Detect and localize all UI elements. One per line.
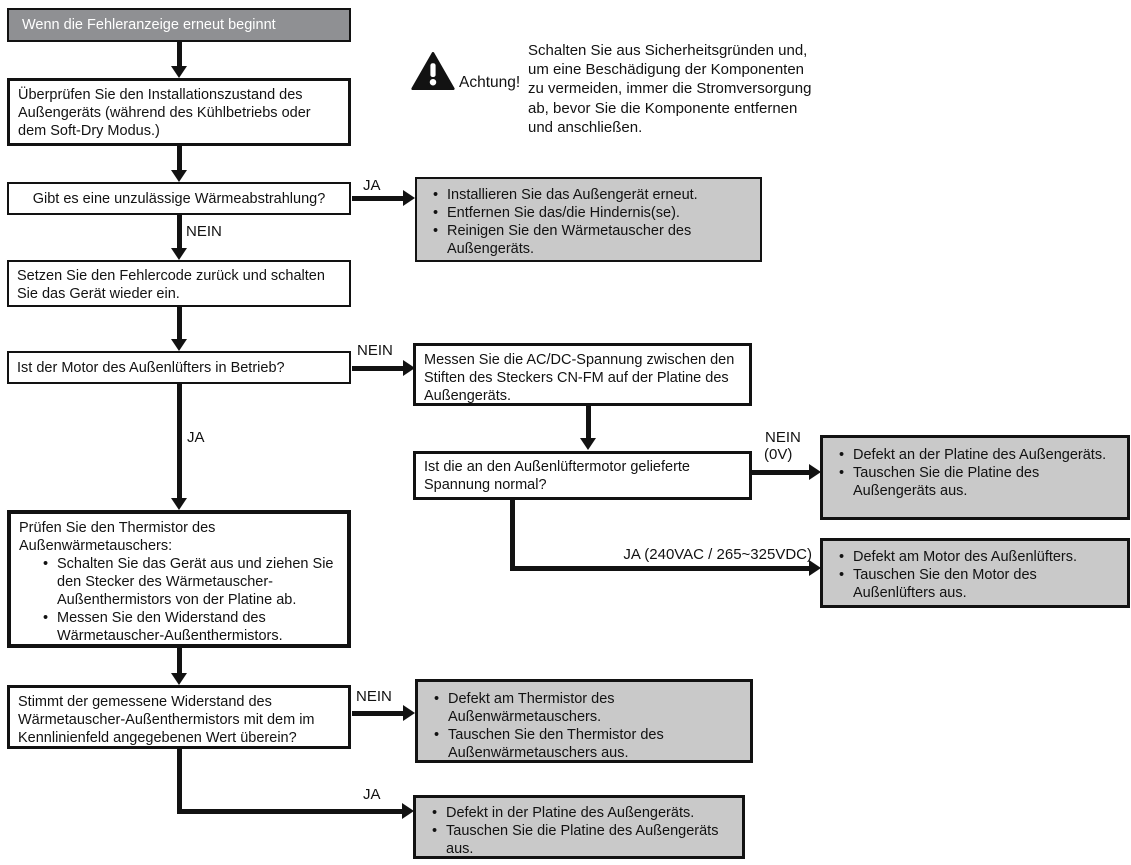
connector-resistance-board-h: [177, 809, 403, 814]
bullet-icon: [433, 222, 447, 258]
arrowhead-fan-thermistor: [171, 498, 187, 510]
bullet-icon: [433, 204, 447, 222]
connector-fan-measure: [352, 366, 404, 371]
label-nein-heat: NEIN: [186, 223, 222, 240]
label-ja-fan: JA: [187, 429, 205, 446]
bullet-icon: [434, 690, 448, 726]
bullet-icon: [434, 726, 448, 762]
decision-fan-motor: Ist der Motor des Außenlüfters in Betrie…: [7, 351, 351, 384]
connector-voltage-motor-h: [510, 566, 810, 571]
arrowhead-resistance-board: [402, 803, 414, 819]
connector-measure-voltage: [586, 406, 591, 438]
label-ja-heat: JA: [363, 177, 381, 194]
check-thermistor-step: Messen Sie den Widerstand des Wärmetausc…: [57, 610, 283, 644]
arrowhead-measure-voltage: [580, 438, 596, 450]
arrowhead-reset-fan: [171, 339, 187, 351]
bullet-icon: [839, 446, 853, 464]
check-thermistor-step: Schalten Sie das Gerät aus und ziehen Si…: [57, 556, 334, 608]
decision-heat-radiation: Gibt es eine unzulässige Wärmeabstrahlun…: [7, 182, 351, 215]
bullet-icon: [839, 566, 853, 602]
arrowhead-thermistor-resistance: [171, 673, 187, 685]
bullet-icon: [839, 464, 853, 500]
result-reinstall-item: Installieren Sie das Außengerät erneut.: [447, 187, 698, 203]
connector-heat-reset: [177, 215, 182, 248]
connector-start-check: [177, 42, 182, 68]
warning-triangle-icon: [411, 52, 455, 90]
label-ja-resistance: JA: [363, 786, 381, 803]
bullet-icon: [43, 555, 57, 609]
label-ja-voltage: JA (240VAC / 265~325VDC): [623, 546, 812, 563]
label-nein-fan: NEIN: [357, 342, 393, 359]
connector-voltage-motor-v: [510, 500, 515, 570]
connector-fan-thermistor: [177, 384, 182, 498]
decision-voltage-normal: Ist die an den Außenlüftermotor geliefer…: [413, 451, 752, 500]
connector-resistance-thermdefect: [352, 711, 404, 716]
connector-resistance-board-v: [177, 749, 182, 813]
arrowhead-voltage-motor: [809, 560, 821, 576]
connector-reset-fan: [177, 307, 182, 339]
warning-text: Schalten Sie aus Sicherheitsgründen und,…: [528, 42, 812, 136]
label-nein-voltage: NEIN: [765, 429, 801, 446]
bullet-icon: [432, 822, 446, 858]
connector-heat-reinstall: [352, 196, 404, 201]
result-board-defect-bottom-item: Defekt in der Platine des Außengeräts.: [446, 805, 695, 821]
label-nein-0v: (0V): [764, 446, 793, 463]
result-reinstall-item: Reinigen Sie den Wärmetauscher des Außen…: [447, 223, 692, 257]
bullet-icon: [43, 609, 57, 645]
arrowhead-resistance-thermdefect: [403, 705, 415, 721]
start-box: Wenn die Fehleranzeige erneut beginnt: [7, 8, 351, 42]
result-board-defect-bottom: Defekt in der Platine des Außengeräts. T…: [413, 795, 745, 859]
step-reset-error-code: Setzen Sie den Fehlercode zurück und sch…: [7, 260, 351, 307]
arrowhead-heat-reset: [171, 248, 187, 260]
bullet-icon: [432, 804, 446, 822]
step-check-installation: Überprüfen Sie den Installationszustand …: [7, 78, 351, 146]
arrowhead-check-heat: [171, 170, 187, 182]
step-check-thermistor: Prüfen Sie den Thermistor des Außenwärme…: [7, 510, 351, 648]
result-fan-motor-defect-item: Defekt am Motor des Außenlüfters.: [853, 549, 1078, 565]
result-board-defect-item: Tauschen Sie die Platine des Außengeräts…: [853, 465, 1040, 499]
connector-thermistor-resistance: [177, 648, 182, 673]
check-thermistor-intro: Prüfen Sie den Thermistor des Außenwärme…: [19, 520, 216, 554]
bullet-icon: [839, 548, 853, 566]
result-fan-motor-defect: Defekt am Motor des Außenlüfters. Tausch…: [820, 538, 1130, 608]
result-thermistor-defect: Defekt am Thermistor des Außenwärmetausc…: [415, 679, 753, 763]
arrowhead-start-check: [171, 66, 187, 78]
result-thermistor-defect-item: Tauschen Sie den Thermistor des Außenwär…: [448, 727, 664, 761]
arrowhead-voltage-board: [809, 464, 821, 480]
result-reinstall: Installieren Sie das Außengerät erneut. …: [415, 177, 762, 262]
result-board-defect-bottom-item: Tauschen Sie die Platine des Außengeräts…: [446, 823, 719, 857]
label-nein-resistance: NEIN: [356, 688, 392, 705]
result-thermistor-defect-item: Defekt am Thermistor des Außenwärmetausc…: [448, 691, 615, 725]
connector-voltage-board: [752, 470, 810, 475]
warning-label: Achtung!: [459, 74, 521, 91]
arrowhead-heat-reinstall: [403, 190, 415, 206]
result-reinstall-item: Entfernen Sie das/die Hindernis(se).: [447, 205, 680, 221]
bullet-icon: [433, 186, 447, 204]
result-board-defect-item: Defekt an der Platine des Außengeräts.: [853, 447, 1107, 463]
result-fan-motor-defect-item: Tauschen Sie den Motor des Außenlüfters …: [853, 567, 1037, 601]
result-board-defect: Defekt an der Platine des Außengeräts. T…: [820, 435, 1130, 520]
decision-resistance-match: Stimmt der gemessene Widerstand des Wärm…: [7, 685, 351, 749]
connector-check-heat: [177, 146, 182, 170]
arrowhead-fan-measure: [403, 360, 415, 376]
step-measure-voltage: Messen Sie die AC/DC-Spannung zwischen d…: [413, 343, 752, 406]
